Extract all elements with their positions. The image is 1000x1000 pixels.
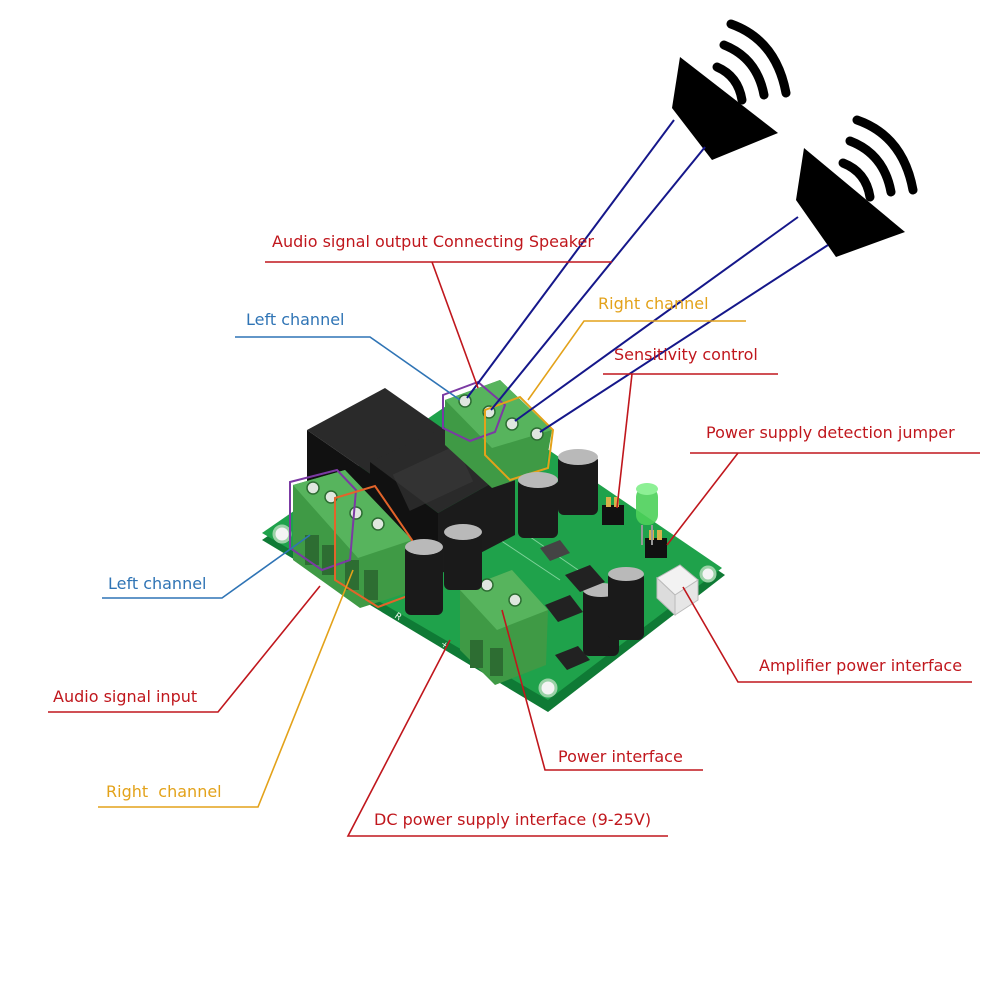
label-dc-power-supply: DC power supply interface (9-25V) — [374, 810, 651, 829]
speaker-icon-left — [672, 19, 791, 160]
left-input-highlight — [289, 468, 358, 572]
speaker-icon-right — [796, 115, 918, 257]
label-power-detection-jumper: Power supply detection jumper — [706, 423, 955, 442]
label-right-channel-output: Right channel — [598, 294, 709, 313]
svg-text:R: R — [392, 611, 403, 623]
label-power-interface: Power interface — [558, 747, 683, 766]
label-right-channel-input: Right channel — [106, 782, 222, 801]
amplifier-power-connector — [656, 564, 699, 617]
label-left-channel-output: Left channel — [246, 310, 345, 329]
output-terminal-block — [445, 380, 552, 488]
label-left-channel-input: Left channel — [108, 574, 207, 593]
label-sensitivity-control: Sensitivity control — [614, 345, 758, 364]
led-indicator — [636, 483, 658, 545]
ic-chips — [540, 540, 605, 670]
callout-lines-red — [48, 261, 980, 837]
label-amplifier-power-interface: Amplifier power interface — [759, 656, 962, 675]
right-output-highlight — [484, 395, 555, 482]
capacitors — [405, 449, 644, 656]
mounting-hole — [699, 565, 717, 583]
power-terminal-block — [460, 570, 548, 685]
label-audio-output: Audio signal output Connecting Speaker — [272, 232, 594, 251]
speaker-wires — [466, 119, 829, 433]
svg-text:+: + — [438, 639, 450, 652]
sensitivity-jumper — [602, 497, 624, 525]
callout-lines-blue — [102, 336, 461, 599]
mounting-hole — [538, 678, 558, 698]
mounting-hole — [272, 524, 292, 544]
label-audio-signal-input: Audio signal input — [53, 687, 197, 706]
callout-lines-orange — [98, 320, 746, 808]
